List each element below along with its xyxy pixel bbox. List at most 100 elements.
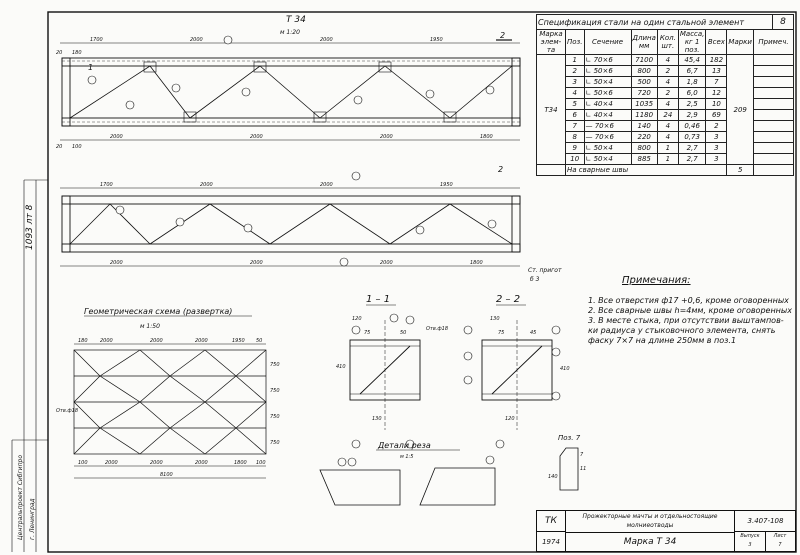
spec-cell: ∟ 50×4 (583, 142, 632, 154)
svg-text:2000: 2000 (100, 338, 113, 344)
spec-cell: 800 (630, 65, 658, 77)
spec-cell: ∟ 50×6 (583, 65, 632, 77)
side-city: г. Ленинград (29, 498, 36, 540)
spec-header: Марка элем-та (536, 29, 566, 55)
spec-cell: — 70×6 (583, 131, 632, 143)
spec-cell: 13 (705, 65, 728, 77)
svg-text:50: 50 (256, 338, 262, 344)
spec-cell: 1 (656, 142, 679, 154)
svg-text:120: 120 (352, 316, 362, 322)
spec-cell: 10 (705, 98, 728, 110)
spec-cell: 885 (630, 153, 658, 165)
section-mark-1: 1 (88, 63, 93, 72)
svg-text:120: 120 (505, 416, 515, 422)
spec-cell: 500 (630, 76, 658, 88)
spec-cell: ∟ 50×6 (583, 87, 632, 99)
svg-text:75: 75 (498, 330, 504, 336)
svg-text:2000: 2000 (150, 338, 163, 344)
spec-cell: 7 (565, 120, 585, 132)
svg-text:100: 100 (78, 460, 88, 466)
spec-cell: 1,8 (677, 76, 707, 88)
lower-dim-bottom-4: 1800 (470, 260, 483, 266)
svg-text:130: 130 (490, 316, 500, 322)
geo-mark-label: Отв.ф18 (56, 408, 78, 414)
spec-cell: 2,7 (677, 142, 707, 154)
svg-text:750: 750 (270, 362, 280, 368)
spec-cell: 6,0 (677, 87, 707, 99)
spec-cell: — 70×6 (583, 120, 632, 132)
lower-dim-top-4: 1950 (440, 182, 453, 188)
note-item: ки радиуса у стыковочного элемента, снят… (588, 326, 776, 335)
svg-text:2000: 2000 (195, 338, 208, 344)
geo-total: 8100 (160, 472, 173, 478)
section-1-hole: Отв.ф18 (426, 326, 448, 332)
geometric-scheme: Геометрическая схема (развертка) м 1:50 … (56, 307, 280, 479)
svg-text:750: 750 (270, 414, 280, 420)
spec-cell: 4 (565, 87, 585, 99)
main-truss-view: Т 34 м 1:20 1700 2000 2000 1950 2 (56, 15, 521, 150)
section-mark-2: 2 (500, 31, 505, 40)
tb-doc-no: 3.407-108 (734, 511, 796, 532)
spec-cell: ∟ 40×4 (583, 109, 632, 121)
section-1-title: 1 – 1 (366, 294, 390, 305)
svg-text:410: 410 (560, 366, 570, 372)
spec-cell: 6 (565, 109, 585, 121)
spec-header: Сечение (583, 29, 632, 55)
lower-truss-view: 1700 2000 2000 1950 2000 2000 2000 1800 … (60, 165, 562, 283)
dim-bottom-1: 2000 (110, 134, 123, 140)
spec-welds-label: На сварные швы (564, 164, 728, 176)
spec-cell: 182 (705, 54, 728, 66)
spec-cell: 6,7 (677, 65, 707, 77)
end-dim-1: 20 (56, 50, 62, 56)
spec-cell: 4 (656, 76, 679, 88)
tb-description: Прожекторные мачты и отдельностоящие мол… (566, 511, 734, 533)
spec-cell: 1 (656, 153, 679, 165)
spec-cell: 24 (656, 109, 679, 121)
spec-cell: 140 (630, 120, 658, 132)
spec-cell: 4 (656, 98, 679, 110)
spec-header: Всех (705, 29, 728, 55)
dim-bottom-3: 2000 (380, 134, 393, 140)
spec-cell: 12 (705, 87, 728, 99)
spec-header: Марки (726, 29, 754, 55)
spec-cell: 0,46 (677, 120, 707, 132)
end-dim-2: 180 (72, 50, 82, 56)
dim-bottom-2: 2000 (250, 134, 263, 140)
dim-bottom-4: 1800 (480, 134, 493, 140)
note-item: 2. Все сварные швы h=4мм, кроме оговорен… (588, 306, 792, 315)
svg-text:410: 410 (336, 364, 346, 370)
lower-dim-top-2: 2000 (200, 182, 213, 188)
spec-cell: 2,9 (677, 109, 707, 121)
spec-cell: 2 (705, 120, 728, 132)
notes-title: Примечания: (622, 275, 691, 286)
svg-text:100: 100 (256, 460, 266, 466)
end-dim-4: 100 (72, 144, 82, 150)
main-title: Т 34 (286, 15, 306, 25)
svg-text:11: 11 (580, 466, 586, 472)
spec-cell: ∟ 40×4 (583, 98, 632, 110)
section-2-2: 2 – 2 130 410 120 75 45 (463, 294, 570, 449)
spec-cell: 3 (705, 153, 728, 165)
svg-text:1950: 1950 (232, 338, 245, 344)
spec-cell: ∟ 50×4 (583, 153, 632, 165)
spec-cell: 2 (565, 65, 585, 77)
svg-text:1800: 1800 (234, 460, 247, 466)
spec-cell: 3 (705, 131, 728, 143)
svg-text:140: 140 (548, 474, 558, 480)
svg-text:750: 750 (270, 388, 280, 394)
lower-dim-top-1: 1700 (100, 182, 113, 188)
dim-top-2: 2000 (190, 37, 203, 43)
spec-cell: 10 (565, 153, 585, 165)
svg-text:45: 45 (530, 330, 536, 336)
spec-cell: 0,73 (677, 131, 707, 143)
spec-cell: 45,4 (677, 54, 707, 66)
